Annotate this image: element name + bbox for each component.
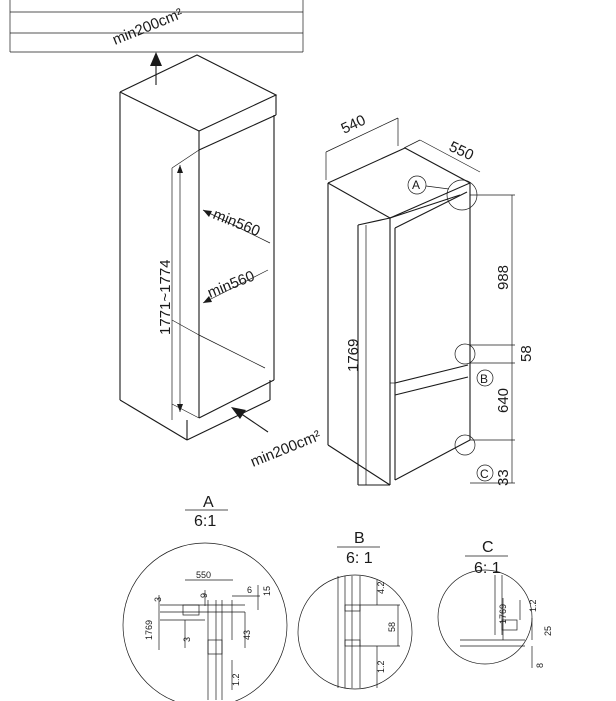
cabinet-depth-dims (202, 209, 271, 304)
detail-b-dim-4-2: 4.2 (376, 581, 386, 594)
detail-c-dim-25: 25 (543, 626, 553, 636)
detail-a: A 6:1 550 3 9 6 15 1769 3 43 (122, 494, 288, 701)
appliance-depth-dim (325, 117, 399, 180)
detail-a-dim-550: 550 (196, 570, 211, 580)
gap-label: 58 (518, 345, 535, 362)
top-vent-grille (9, 0, 304, 53)
callout-b-letter: B (480, 372, 488, 386)
cabinet-height-label: 1771~1774 (157, 260, 174, 336)
detail-a-dim-3-top: 3 (153, 597, 163, 602)
callout-b (454, 343, 494, 387)
cabinet-view: min200cm² (9, 0, 323, 471)
bottom-vent-label: min200cm² (248, 427, 323, 471)
appliance-vertical-dims (470, 194, 515, 484)
detail-b: B 6: 1 4.2 58 1.2 (297, 530, 413, 690)
detail-c: C 6: 1 1769 1.2 25 8 (437, 539, 553, 668)
cabinet-height-dim (177, 165, 183, 412)
callout-c-letter: C (480, 467, 489, 481)
detail-c-dim-8: 8 (535, 663, 545, 668)
detail-b-geometry (337, 576, 400, 688)
upper-height-label: 988 (495, 265, 512, 290)
detail-c-letter: C (482, 539, 494, 556)
detail-a-dim-15: 15 (262, 586, 272, 596)
top-vent-arrow (150, 52, 162, 85)
detail-a-dim-9: 9 (199, 593, 209, 598)
detail-a-dim-43: 43 (242, 630, 252, 640)
appliance-width-label: 550 (446, 138, 476, 164)
appliance-view: 540 550 1769 988 58 640 33 (325, 112, 535, 486)
callout-a (407, 175, 478, 211)
detail-c-dim-1769: 1769 (498, 604, 508, 624)
detail-c-dim-1-2: 1.2 (528, 599, 538, 612)
detail-a-dim-1-2: 1.2 (231, 673, 241, 686)
detail-b-scale: 6: 1 (346, 550, 373, 567)
detail-a-dim-3-bottom: 3 (182, 637, 192, 642)
detail-b-dim-58: 58 (387, 622, 397, 632)
cabinet-depth-upper-label: min560 (211, 206, 263, 240)
cabinet-depth-lower-label: min560 (205, 268, 257, 302)
detail-b-dim-1-2: 1.2 (376, 660, 386, 673)
detail-a-letter: A (203, 494, 214, 511)
callout-a-letter: A (412, 178, 420, 192)
lower-height-label: 640 (495, 388, 512, 413)
detail-b-letter: B (354, 530, 365, 547)
callout-c (454, 434, 494, 482)
detail-a-dim-1769: 1769 (144, 620, 154, 640)
detail-a-scale: 6:1 (194, 513, 216, 530)
appliance-height-label: 1769 (345, 339, 362, 372)
detail-c-scale: 6: 1 (474, 560, 501, 577)
detail-a-dim-6: 6 (247, 585, 252, 595)
bottom-vent-arrow (231, 407, 269, 433)
cabinet-body (119, 54, 278, 441)
detail-c-geometry (460, 575, 525, 647)
appliance-width-dim (403, 139, 481, 173)
base-label: 33 (495, 469, 512, 486)
detail-a-geometry (160, 600, 245, 700)
